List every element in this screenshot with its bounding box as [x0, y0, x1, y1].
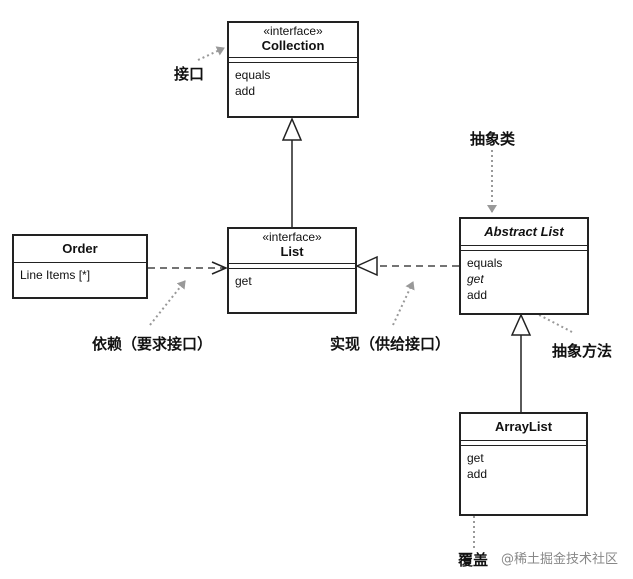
collection-method-add: add: [235, 84, 256, 98]
arraylist-attributes-section: [461, 441, 586, 446]
override-annotation-label: 覆盖: [458, 551, 489, 569]
order-name-section: Order: [14, 236, 146, 263]
collection-methods-section: equals add: [229, 63, 357, 103]
abstract-list-attributes-section: [461, 246, 587, 251]
collection-attributes-section: [229, 58, 357, 63]
arraylist-name-section: ArrayList: [461, 414, 586, 441]
arraylist-to-abstractlist-hollow-triangle: [510, 313, 532, 336]
order-class-name: Order: [62, 241, 98, 256]
abstract-list-method-get: get: [467, 272, 484, 286]
list-name-section: «interface» List: [229, 229, 355, 264]
order-to-list-open-arrowhead: [211, 261, 228, 275]
abstract-list-method-equals: equals: [467, 256, 503, 270]
dependency-annotation-label: 依赖（要求接口）: [92, 335, 213, 353]
collection-class-name: Collection: [261, 38, 325, 53]
abstract-list-name-section: Abstract List: [461, 219, 587, 246]
arraylist-class-name: ArrayList: [494, 419, 553, 434]
list-class-name: List: [280, 244, 304, 259]
interface-annotation-arrow: [197, 46, 225, 61]
abstract-list-methods-section: equals get add: [461, 251, 587, 307]
collection-stereotype: «interface»: [263, 24, 323, 38]
order-attribute-line-items: Line Items [*]: [20, 268, 91, 282]
watermark-text: @稀土掘金技术社区: [501, 552, 619, 567]
collection-name-section: «interface» Collection: [229, 23, 357, 58]
order-class-box: Order Line Items [*]: [12, 234, 148, 299]
arraylist-method-add: add: [467, 467, 488, 481]
list-stereotype: «interface»: [262, 230, 322, 244]
realization-annotation-label: 实现（供给接口）: [330, 335, 451, 353]
interface-annotation-label: 接口: [174, 65, 205, 83]
abstract-list-class-box: Abstract List equals get add: [459, 217, 589, 315]
arraylist-methods-section: get add: [461, 446, 586, 486]
collection-method-equals: equals: [235, 68, 271, 82]
abstract-list-method-add: add: [467, 288, 488, 302]
arraylist-method-get: get: [467, 451, 484, 465]
list-to-collection-hollow-triangle: [281, 117, 303, 141]
order-attributes-section: Line Items [*]: [14, 263, 146, 287]
abstract-list-class-name: Abstract List: [484, 224, 564, 239]
realization-hollow-triangle: [355, 255, 378, 277]
abstract-class-annotation-label: 抽象类: [470, 130, 516, 148]
list-methods-section: get: [229, 269, 355, 293]
realization-annotation-arrow: [392, 281, 415, 326]
arraylist-class-box: ArrayList get add: [459, 412, 588, 516]
list-class-box: «interface» List get: [227, 227, 357, 314]
list-method-get: get: [235, 274, 252, 288]
list-attributes-section: [229, 264, 355, 269]
dependency-annotation-arrow: [149, 280, 186, 326]
collection-class-box: «interface» Collection equals add: [227, 21, 359, 118]
abstract-method-annotation-label: 抽象方法: [552, 342, 613, 360]
